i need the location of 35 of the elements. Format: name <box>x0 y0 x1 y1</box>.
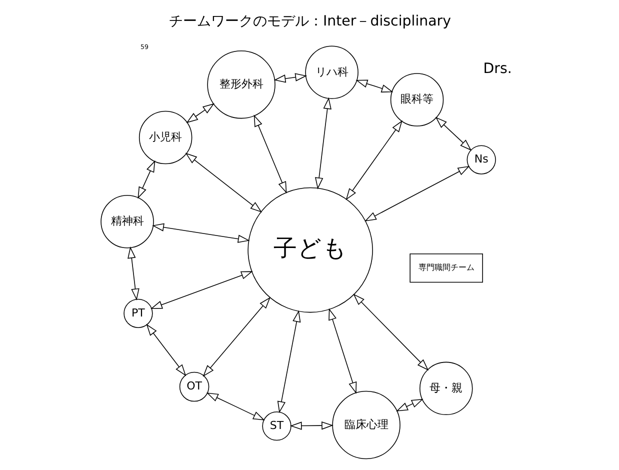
arrow <box>364 166 470 222</box>
node-circle: PT <box>123 298 152 328</box>
arrow <box>150 271 252 309</box>
arrow <box>352 294 428 371</box>
node-circle: OT <box>178 372 209 402</box>
arrow <box>184 152 262 213</box>
arrow <box>152 223 250 243</box>
arrow <box>355 80 393 92</box>
node-circle: 精神科 <box>100 194 154 248</box>
node-circle: リハ科 <box>304 46 358 99</box>
arrow <box>273 73 307 83</box>
arrow <box>345 120 402 200</box>
arrow <box>253 114 286 194</box>
node-circle: 母・親 <box>419 362 472 416</box>
diagram-title: チームワークのモデル：Inter－disciplinary <box>168 14 451 30</box>
arrow <box>434 116 472 151</box>
node-circle: ST <box>262 412 291 441</box>
arrow <box>289 421 333 430</box>
node-circle: 臨床心理 <box>332 390 400 460</box>
arrow <box>137 160 155 199</box>
arrow <box>206 392 264 420</box>
arrow <box>276 310 300 414</box>
arrow <box>202 296 270 377</box>
arrow <box>186 103 214 124</box>
arrow <box>314 97 331 190</box>
node-circle: Ns <box>466 145 496 174</box>
arrow <box>127 246 139 300</box>
arrow <box>328 308 356 394</box>
arrow <box>396 398 423 412</box>
node-circle: 眼科等 <box>390 73 444 126</box>
node-circle: 整形外科 <box>206 50 275 119</box>
label: Drs. <box>482 60 512 77</box>
arrow <box>146 324 186 376</box>
node-box: 専門職間チーム <box>409 254 482 283</box>
node-circle: 小児科 <box>138 110 192 164</box>
